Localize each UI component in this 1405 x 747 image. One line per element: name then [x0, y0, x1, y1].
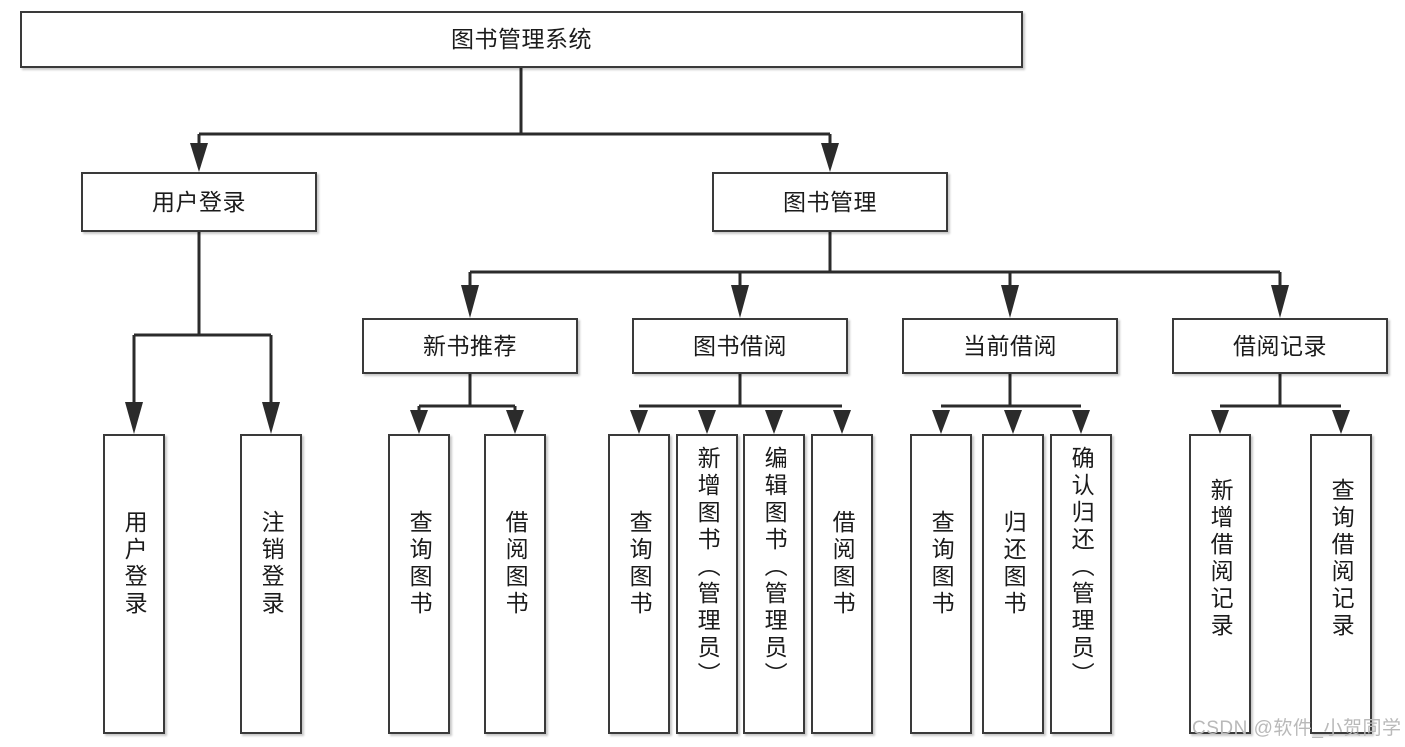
csdn-watermark: CSDN @软件_小贺同学: [1192, 718, 1402, 739]
node-leaf-return-book-label: 归还图书: [1000, 510, 1027, 618]
node-leaf-edit-book[interactable]: 编辑图书（管理员）: [743, 434, 805, 734]
node-user-login[interactable]: 用户登录: [81, 172, 317, 232]
node-root[interactable]: 图书管理系统: [20, 11, 1023, 68]
node-root-label: 图书管理系统: [451, 26, 592, 53]
arrowhead-leaf-query-record: [1332, 410, 1350, 434]
arrowhead-user-login: [190, 143, 208, 172]
arrowhead-leaf-borrow-book-2: [833, 410, 851, 434]
node-book-manage[interactable]: 图书管理: [712, 172, 948, 232]
node-borrow-record[interactable]: 借阅记录: [1172, 318, 1388, 374]
node-leaf-query-book-2-label: 查询图书: [626, 510, 653, 618]
arrowhead-book-borrow: [731, 285, 749, 318]
arrowhead-leaf-query-book-1: [410, 410, 428, 434]
node-leaf-return-book[interactable]: 归还图书: [982, 434, 1044, 734]
node-current-borrow[interactable]: 当前借阅: [902, 318, 1118, 374]
arrowhead-leaf-add-record: [1211, 410, 1229, 434]
node-leaf-query-book-2[interactable]: 查询图书: [608, 434, 670, 734]
node-leaf-borrow-book-2[interactable]: 借阅图书: [811, 434, 873, 734]
arrowhead-leaf-confirm-return: [1072, 410, 1090, 434]
node-leaf-add-record[interactable]: 新增借阅记录: [1189, 434, 1251, 734]
node-leaf-user-login[interactable]: 用户登录: [103, 434, 165, 734]
node-leaf-confirm-return-label: 确认归还（管理员）: [1068, 446, 1095, 689]
node-leaf-user-login-label: 用户登录: [121, 510, 148, 618]
node-new-book-rec-label: 新书推荐: [423, 332, 517, 359]
arrowhead-leaf-query-book-2: [630, 410, 648, 434]
node-book-borrow-label: 图书借阅: [693, 332, 787, 359]
edges-group: [125, 68, 1350, 434]
arrowhead-leaf-logout: [262, 402, 280, 434]
arrowhead-leaf-return-book: [1004, 410, 1022, 434]
node-book-borrow[interactable]: 图书借阅: [632, 318, 848, 374]
arrowhead-leaf-borrow-book-1: [506, 410, 524, 434]
node-leaf-query-record[interactable]: 查询借阅记录: [1310, 434, 1372, 734]
node-leaf-query-book-1[interactable]: 查询图书: [388, 434, 450, 734]
node-leaf-query-book-1-label: 查询图书: [406, 510, 433, 618]
arrowhead-borrow-record: [1271, 285, 1289, 318]
node-leaf-borrow-book-1[interactable]: 借阅图书: [484, 434, 546, 734]
node-leaf-query-record-label: 查询借阅记录: [1328, 478, 1355, 640]
node-leaf-borrow-book-2-label: 借阅图书: [829, 510, 856, 618]
arrowhead-leaf-add-book: [698, 410, 716, 434]
node-leaf-confirm-return[interactable]: 确认归还（管理员）: [1050, 434, 1112, 734]
node-leaf-logout[interactable]: 注销登录: [240, 434, 302, 734]
node-leaf-query-book-3[interactable]: 查询图书: [910, 434, 972, 734]
arrowhead-current-borrow: [1001, 285, 1019, 318]
arrowhead-leaf-query-book-3: [932, 410, 950, 434]
node-user-login-label: 用户登录: [152, 188, 246, 215]
node-new-book-rec[interactable]: 新书推荐: [362, 318, 578, 374]
arrowhead-new-book-rec: [461, 285, 479, 318]
node-leaf-add-book[interactable]: 新增图书（管理员）: [676, 434, 738, 734]
arrowhead-book-manage: [821, 143, 839, 172]
arrowhead-leaf-user-login: [125, 402, 143, 434]
node-leaf-query-book-3-label: 查询图书: [928, 510, 955, 618]
node-leaf-edit-book-label: 编辑图书（管理员）: [761, 446, 788, 689]
node-book-manage-label: 图书管理: [783, 188, 877, 215]
node-leaf-add-record-label: 新增借阅记录: [1207, 478, 1234, 640]
node-leaf-add-book-label: 新增图书（管理员）: [694, 446, 721, 689]
node-leaf-borrow-book-1-label: 借阅图书: [502, 510, 529, 618]
arrowhead-leaf-edit-book: [765, 410, 783, 434]
node-borrow-record-label: 借阅记录: [1233, 332, 1327, 359]
node-current-borrow-label: 当前借阅: [963, 332, 1057, 359]
node-leaf-logout-label: 注销登录: [258, 510, 285, 618]
